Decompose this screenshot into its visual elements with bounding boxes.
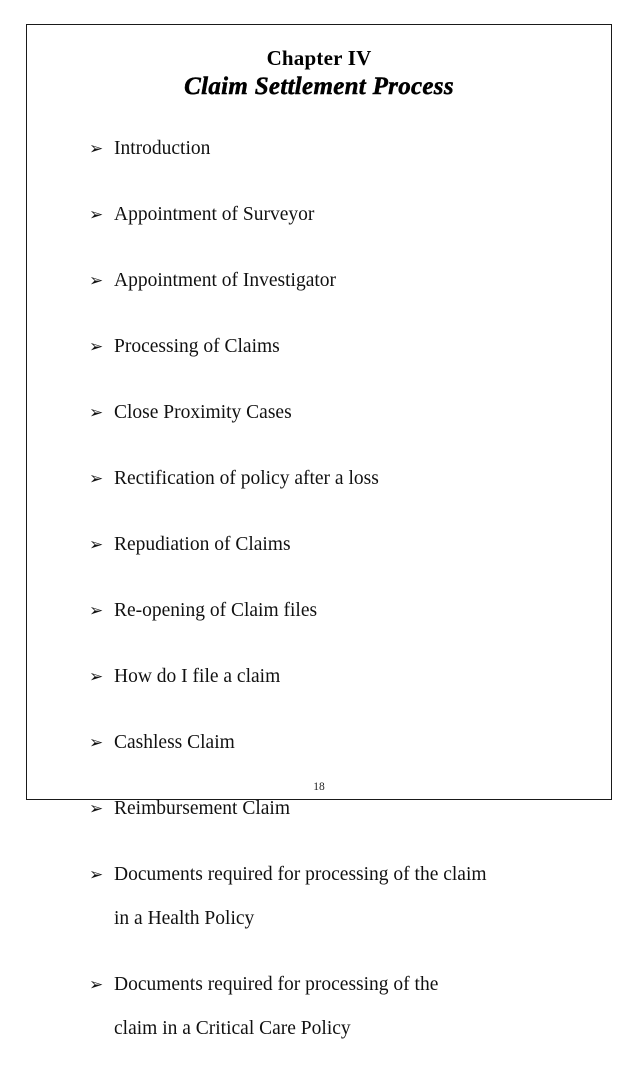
list-item: ➢ Appointment of Surveyor — [27, 193, 611, 237]
arrow-bullet-icon: ➢ — [89, 139, 104, 158]
list-item: ➢ Re-opening of Claim files — [27, 589, 611, 633]
list-item-label: Rectification of policy after a loss — [114, 457, 573, 501]
list-item-label: How do I file a claim — [114, 655, 573, 699]
arrow-bullet-icon: ➢ — [89, 601, 104, 620]
arrow-bullet-icon: ➢ — [89, 799, 104, 818]
arrow-bullet-icon: ➢ — [89, 403, 104, 422]
arrow-bullet-icon: ➢ — [89, 469, 104, 488]
list-item-label: Appointment of Surveyor — [114, 193, 573, 237]
page-inner: Chapter IV Claim Settlement Process ➢ Int… — [27, 25, 611, 1039]
list-item-line: Processing of Claims — [114, 336, 280, 357]
list-item-label: Introduction — [114, 127, 573, 171]
list-item-line: in a Health Policy — [114, 908, 255, 929]
list-item: ➢ Reimbursement Claim — [27, 787, 611, 831]
arrow-bullet-icon: ➢ — [89, 535, 104, 554]
list-item-line: claim in a Critical Care Policy — [114, 1018, 351, 1039]
table-of-contents-list: ➢ Introduction ➢ Appointment of Surveyor ➢ Ap… — [27, 127, 611, 1073]
arrow-bullet-icon: ➢ — [89, 205, 104, 224]
arrow-bullet-icon: ➢ — [89, 865, 104, 884]
page-heading: Chapter IV Claim Settlement Process — [27, 25, 611, 103]
arrow-bullet-icon: ➢ — [89, 667, 104, 686]
list-item: ➢ Introduction — [27, 127, 611, 171]
list-item-label: Appointment of Investigator — [114, 259, 573, 303]
list-item-line: Documents required for processing of the — [114, 974, 439, 995]
list-item-label: Processing of Claims — [114, 325, 573, 369]
list-item-line: Appointment of Surveyor — [114, 204, 315, 225]
list-item-line: Reimbursement Claim — [114, 798, 291, 819]
chapter-label: Chapter IV — [266, 46, 372, 70]
page-number: 18 — [313, 781, 325, 793]
list-item: ➢ Close Proximity Cases — [27, 391, 611, 435]
list-item-label: Re-opening of Claim files — [114, 589, 573, 633]
list-item-label: Repudiation of Claims — [114, 523, 573, 567]
list-item-line: Cashless Claim — [114, 732, 235, 753]
list-item: ➢ Appointment of Investigator — [27, 259, 611, 303]
list-item-line: Introduction — [114, 138, 211, 159]
arrow-bullet-icon: ➢ — [89, 733, 104, 752]
list-item-line: Appointment of Investigator — [114, 270, 337, 291]
list-item: ➢ Processing of Claims — [27, 325, 611, 369]
list-item-line: Repudiation of Claims — [114, 534, 291, 555]
list-item-line: Rectification of policy after a loss — [114, 468, 379, 489]
list-item-label: Documents required for processing of the… — [114, 963, 573, 1051]
list-item: ➢ Cashless Claim — [27, 721, 611, 765]
list-item-label: Cashless Claim — [114, 721, 573, 765]
list-item: ➢ Documents required for processing of th… — [27, 853, 611, 941]
arrow-bullet-icon: ➢ — [89, 271, 104, 290]
list-item-label: Reimbursement Claim — [114, 787, 573, 831]
list-item: ➢ Repudiation of Claims — [27, 523, 611, 567]
list-item-line: Close Proximity Cases — [114, 402, 292, 423]
list-item-label: Close Proximity Cases — [114, 391, 573, 435]
page-title: Claim Settlement Process — [184, 73, 454, 101]
list-item-line: Re-opening of Claim files — [114, 600, 318, 621]
list-item: ➢ Documents required for processing of th… — [27, 963, 611, 1051]
arrow-bullet-icon: ➢ — [89, 337, 104, 356]
list-item-line: Documents required for processing of the… — [114, 864, 487, 885]
list-item: ➢ How do I file a claim — [27, 655, 611, 699]
document-page: Chapter IV Claim Settlement Process ➢ Int… — [26, 24, 612, 1039]
list-item: ➢ Rectification of policy after a loss — [27, 457, 611, 501]
arrow-bullet-icon: ➢ — [89, 975, 104, 994]
list-item-label: Documents required for processing of the… — [114, 853, 573, 941]
list-item-line: How do I file a claim — [114, 666, 281, 687]
